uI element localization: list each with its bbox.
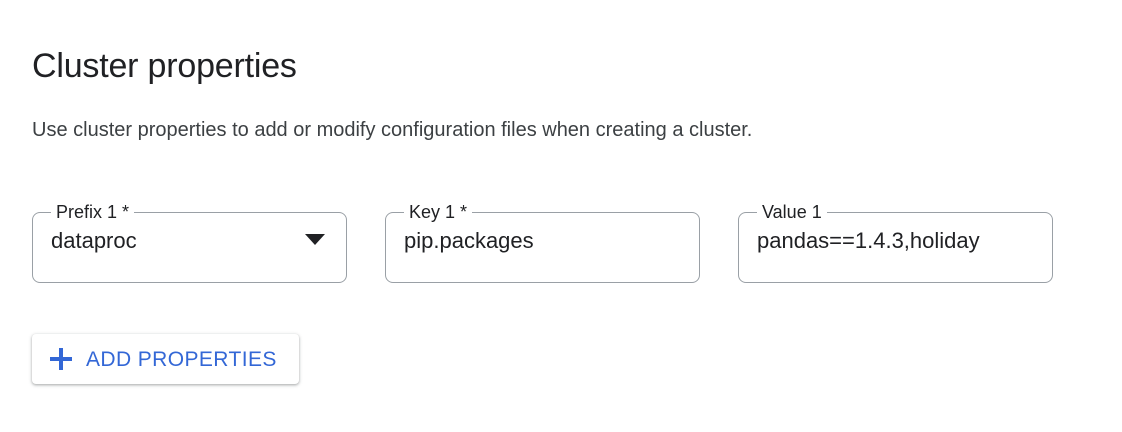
page-title: Cluster properties — [32, 46, 297, 85]
page-description: Use cluster properties to add or modify … — [32, 119, 753, 141]
value-field-outline: Value 1 — [738, 203, 1053, 283]
plus-icon — [50, 348, 72, 370]
add-properties-button-label: ADD PROPERTIES — [86, 347, 277, 371]
key-input-value[interactable]: pip.packages — [404, 228, 534, 253]
key-field-label: Key 1 * — [409, 202, 468, 222]
prefix-field[interactable]: Prefix 1 * dataproc — [32, 203, 347, 283]
chevron-down-icon[interactable] — [305, 234, 325, 245]
value-field[interactable]: Value 1 pandas==1.4.3,holiday — [738, 203, 1053, 283]
prefix-field-label: Prefix 1 * — [56, 202, 130, 222]
add-properties-button[interactable]: ADD PROPERTIES — [32, 334, 299, 384]
value-field-label: Value 1 — [762, 202, 822, 222]
properties-row: Prefix 1 * dataproc Key 1 * pip.packages… — [32, 203, 1092, 285]
key-field-outline: Key 1 * — [385, 203, 700, 283]
key-field[interactable]: Key 1 * pip.packages — [385, 203, 700, 283]
value-input-value[interactable]: pandas==1.4.3,holiday — [757, 228, 980, 253]
prefix-field-outline: Prefix 1 * — [32, 203, 347, 283]
prefix-select-value[interactable]: dataproc — [51, 228, 137, 253]
